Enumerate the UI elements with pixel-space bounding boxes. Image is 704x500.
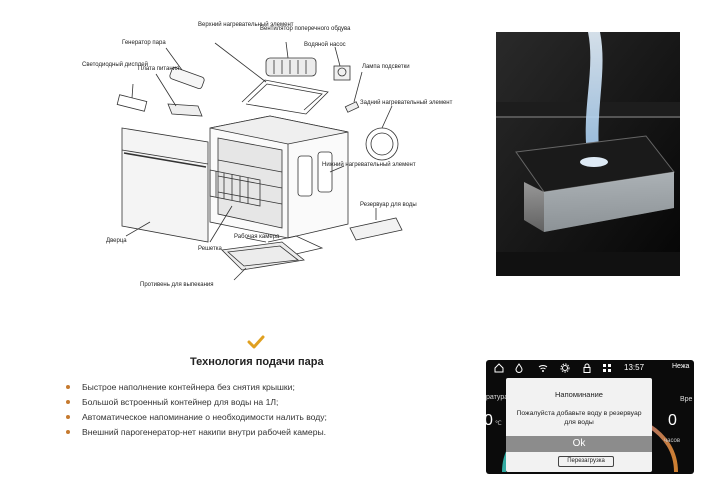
label-chamber: Рабочая камера — [234, 234, 280, 240]
label-steam-generator: Генератор пара — [122, 40, 166, 46]
dialog-message: Пожалуйста добавьте воду в резервуар для… — [516, 410, 642, 426]
status-bar: 13:57 Нежа — [486, 360, 694, 376]
ok-button[interactable]: Ok — [506, 436, 652, 452]
label-power-board: Плата питания — [138, 66, 179, 72]
water-tank-photo — [496, 32, 680, 276]
bullet-icon — [66, 385, 70, 389]
reminder-dialog: Напоминание Пожалуйста добавьте воду в р… — [506, 378, 652, 472]
label-grid: Решетка — [198, 246, 223, 252]
led-display-part — [116, 94, 148, 112]
feature-list: Быстрое наполнение контейнера без снятия… — [66, 380, 406, 440]
label-door: Дверца — [106, 238, 127, 244]
bullet-icon — [66, 430, 70, 434]
checkmark-icon — [247, 335, 265, 349]
baking-tray-part — [221, 241, 305, 271]
time-label: Вре — [680, 396, 693, 403]
wifi-icon[interactable] — [538, 363, 548, 373]
power-board-part — [167, 103, 203, 117]
feature-text: Быстрое наполнение контейнера без снятия… — [82, 382, 295, 392]
label-led-display: Светодиодный дисплей — [82, 61, 148, 68]
label-baking-tray: Противень для выпекания — [140, 282, 214, 288]
oven-control-screen: 13:57 Нежа ратура 0 ℃ Вре 0 часов Напоми… — [486, 360, 694, 474]
list-item: Большой встроенный контейнер для воды на… — [66, 395, 406, 410]
steam-generator-part — [169, 66, 205, 90]
water-tank-part — [349, 217, 403, 241]
label-water-pump: Водяной насос — [304, 41, 346, 48]
clock-time: 13:57 — [624, 363, 645, 372]
list-item: Быстрое наполнение контейнера без снятия… — [66, 380, 406, 395]
feature-text: Автоматическое напоминание о необходимос… — [82, 412, 327, 422]
list-item: Автоматическое напоминание о необходимос… — [66, 410, 406, 425]
mode-label[interactable]: Нежа — [672, 363, 690, 370]
temperature-label: ратура — [486, 394, 509, 401]
exploded-oven-diagram: Верхний нагревательный элемент Вентилято… — [60, 10, 460, 290]
label-fan: Вентилятор поперечного обдува — [260, 26, 351, 32]
time-value[interactable]: 0 — [668, 412, 677, 429]
fan-part — [265, 57, 317, 77]
top-heater-part — [241, 79, 329, 115]
time-unit: часов — [664, 438, 681, 444]
label-bottom-heater: Нижний нагревательный элемент — [322, 161, 416, 168]
settings-icon[interactable] — [560, 363, 570, 373]
bullet-icon — [66, 400, 70, 404]
label-backlight-lamp: Лампа подсветки — [362, 64, 410, 70]
bullet-icon — [66, 415, 70, 419]
lock-icon[interactable] — [582, 363, 592, 373]
oven-parts-drawing: Верхний нагревательный элемент Вентилято… — [82, 21, 453, 288]
backlight-lamp-part — [344, 101, 360, 113]
reboot-button[interactable]: Перезагрузка — [558, 456, 614, 467]
feature-title: Технология подачи пара — [190, 356, 324, 368]
grid-part — [209, 169, 261, 207]
water-pump-part — [333, 65, 351, 81]
dialog-title: Напоминание — [555, 390, 603, 399]
temperature-value[interactable]: 0 — [486, 412, 493, 429]
label-water-tank: Резервуар для воды — [360, 202, 417, 208]
door-part — [121, 127, 209, 243]
feature-text: Внешний парогенератор-нет накипи внутри … — [82, 427, 327, 437]
list-item: Внешний парогенератор-нет накипи внутри … — [66, 425, 406, 440]
feature-text: Большой встроенный контейнер для воды на… — [82, 397, 279, 407]
label-rear-heater: Задний нагревательный элемент — [360, 99, 453, 106]
grid-icon[interactable] — [602, 363, 612, 373]
water-drop-icon[interactable] — [514, 363, 524, 373]
label-top-heater: Верхний нагревательный элемент — [198, 21, 294, 28]
temperature-unit: ℃ — [495, 421, 502, 427]
home-icon[interactable] — [494, 363, 504, 373]
